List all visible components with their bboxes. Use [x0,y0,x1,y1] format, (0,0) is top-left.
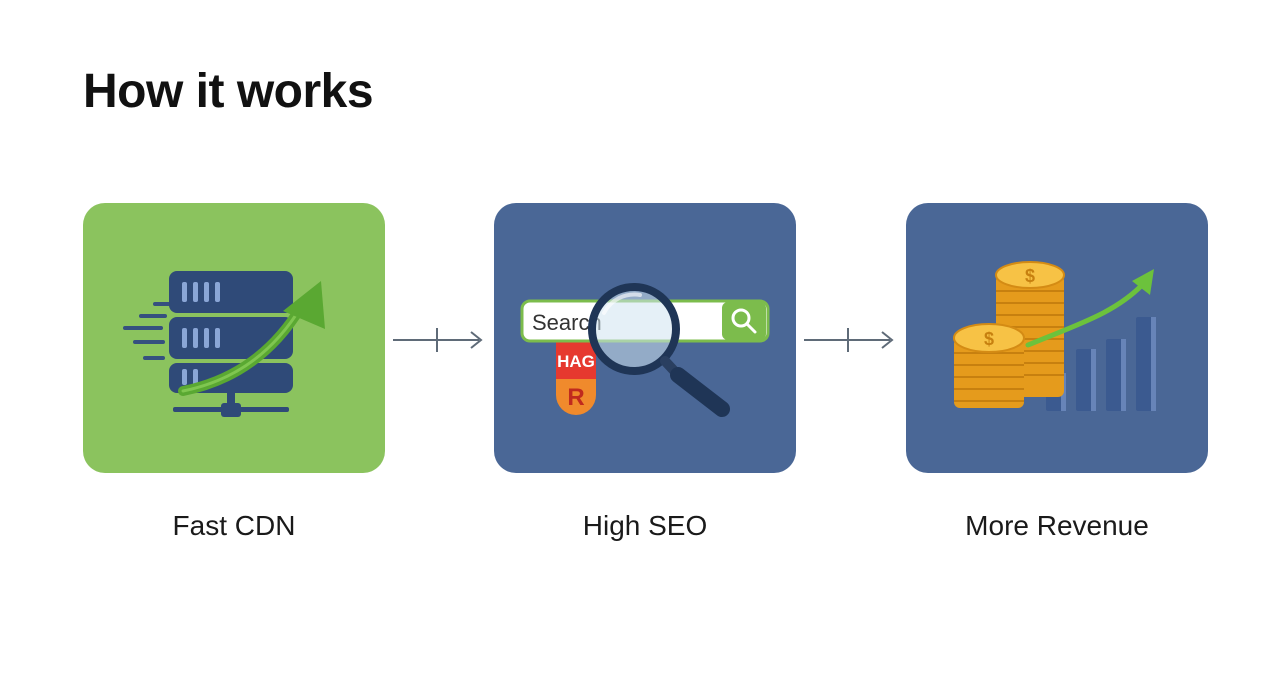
coin-symbol-front: $ [984,329,994,349]
magnifier-glass [588,283,730,417]
network-base [173,393,289,417]
search-magnifier-icon: HAG R Search [520,283,770,417]
step-label-more-revenue: More Revenue [965,510,1149,541]
revenue-growth-arrow [1025,280,1147,348]
server-slots [182,282,220,385]
step-card-more-revenue: $ $ [906,203,1208,473]
search-button [722,302,766,340]
coins-chart-icon: $ $ [953,261,1156,411]
page-title: How it works [83,65,374,118]
coin-stack-front: $ [953,323,1025,408]
flow-arrow-2 [804,328,894,352]
server-growth-icon [123,271,325,417]
growth-arrow-head [283,281,325,329]
tag-text: HAG [557,352,595,371]
rank-text: R [567,384,584,411]
revenue-arrow-head [1132,269,1154,295]
bar-chart [1046,317,1154,411]
step-label-high-seo: High SEO [582,510,708,541]
flow-arrow-1 [393,328,483,352]
step-card-fast-cdn [83,203,385,473]
speed-lines [123,302,171,360]
step-card-high-seo: HAG R Search [494,203,796,473]
step-label-fast-cdn: Fast CDN [172,510,296,541]
coin-symbol-back: $ [1025,266,1035,286]
